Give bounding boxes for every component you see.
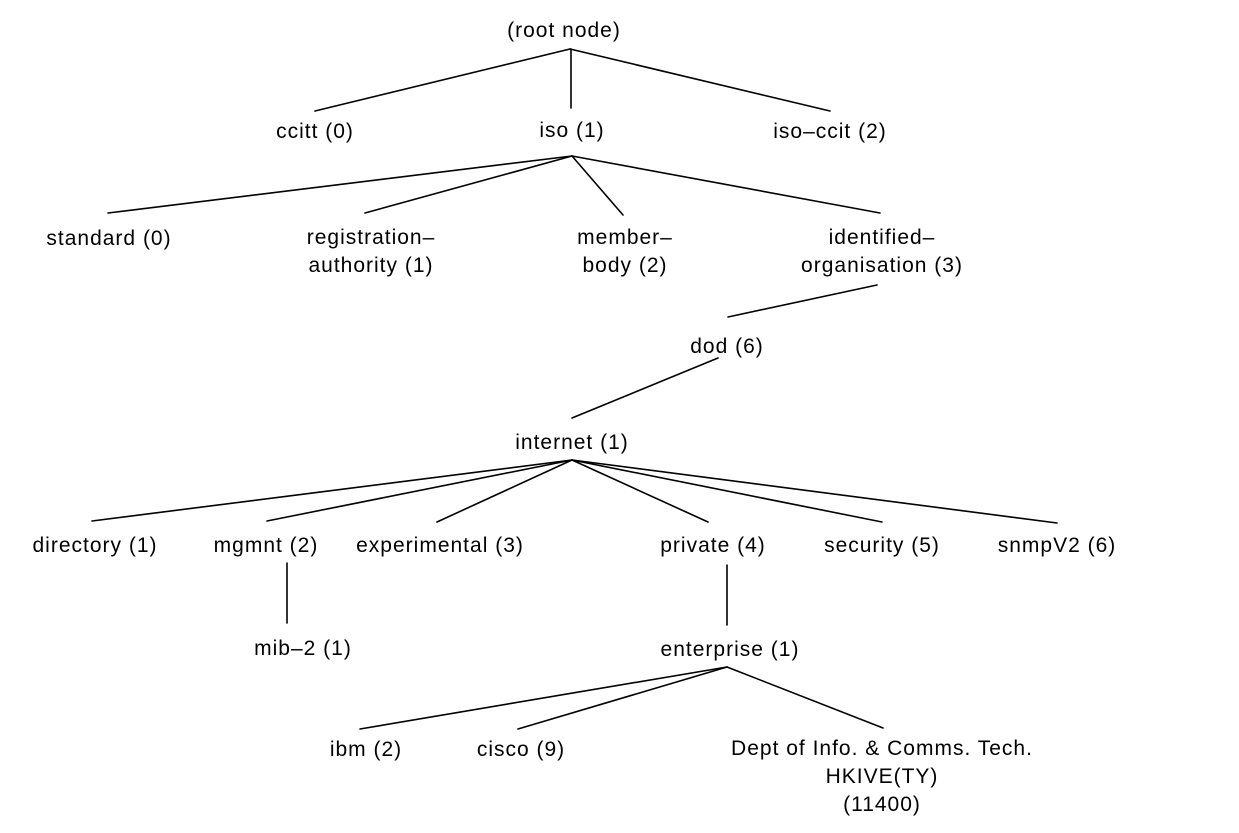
- node-registration-authority-line1: registration–: [306, 226, 436, 249]
- edge-iso-registration-authority: [364, 155, 573, 214]
- node-iso: iso (1): [539, 119, 605, 142]
- node-dod: dod (6): [690, 335, 764, 358]
- node-dept-line3: (11400): [843, 793, 921, 816]
- node-experimental: experimental (3): [356, 534, 524, 557]
- node-internet: internet (1): [515, 431, 629, 454]
- node-iso-ccit: iso–ccit (2): [773, 120, 887, 143]
- edge-internet-snmpv2: [571, 459, 1058, 524]
- edge-internet-private: [571, 459, 709, 523]
- node-dept: Dept of Info. & Comms. Tech. HKIVE(TY) (…: [731, 735, 1033, 819]
- node-mgmnt: mgmnt (2): [213, 534, 319, 557]
- node-ibm: ibm (2): [329, 738, 403, 761]
- edge-iso-standard: [107, 155, 573, 214]
- node-standard: standard (0): [46, 227, 172, 250]
- edge-internet-mgmnt: [266, 459, 573, 522]
- edge-identified-organisation-dod: [727, 284, 878, 318]
- edge-root-iso-ccit: [569, 48, 831, 112]
- edge-enterprise-ibm: [359, 666, 728, 730]
- node-registration-authority-line2: authority (1): [308, 254, 434, 277]
- node-member-body-line2: body (2): [582, 254, 668, 277]
- node-root: (root node): [507, 19, 621, 42]
- node-registration-authority: registration– authority (1): [307, 224, 436, 280]
- edge-internet-security: [571, 459, 883, 523]
- node-identified-organisation-line1: identified–: [828, 226, 936, 249]
- edge-enterprise-cisco: [517, 666, 728, 730]
- node-dept-line1: Dept of Info. & Comms. Tech.: [731, 737, 1033, 760]
- edge-internet-directory: [91, 459, 573, 522]
- node-snmpv2: snmpV2 (6): [997, 534, 1117, 557]
- edge-root-ccitt: [314, 48, 571, 112]
- edge-enterprise-dept: [726, 666, 884, 729]
- edge-dod-internet: [571, 357, 719, 419]
- node-directory: directory (1): [32, 534, 158, 557]
- node-member-body: member– body (2): [577, 224, 673, 280]
- node-dept-line2: HKIVE(TY): [825, 765, 939, 788]
- node-identified-organisation: identified– organisation (3): [801, 224, 963, 280]
- node-ccitt: ccitt (0): [276, 120, 354, 143]
- node-mib2: mib–2 (1): [254, 637, 352, 660]
- node-security: security (5): [824, 534, 940, 557]
- node-enterprise: enterprise (1): [660, 638, 800, 661]
- node-member-body-line1: member–: [577, 226, 673, 249]
- edge-iso-member-body: [571, 155, 624, 216]
- edge-iso-identified-organisation: [571, 155, 881, 214]
- node-private: private (4): [660, 534, 766, 557]
- edge-internet-experimental: [436, 459, 573, 523]
- node-identified-organisation-line2: organisation (3): [801, 254, 963, 277]
- node-cisco: cisco (9): [476, 738, 566, 761]
